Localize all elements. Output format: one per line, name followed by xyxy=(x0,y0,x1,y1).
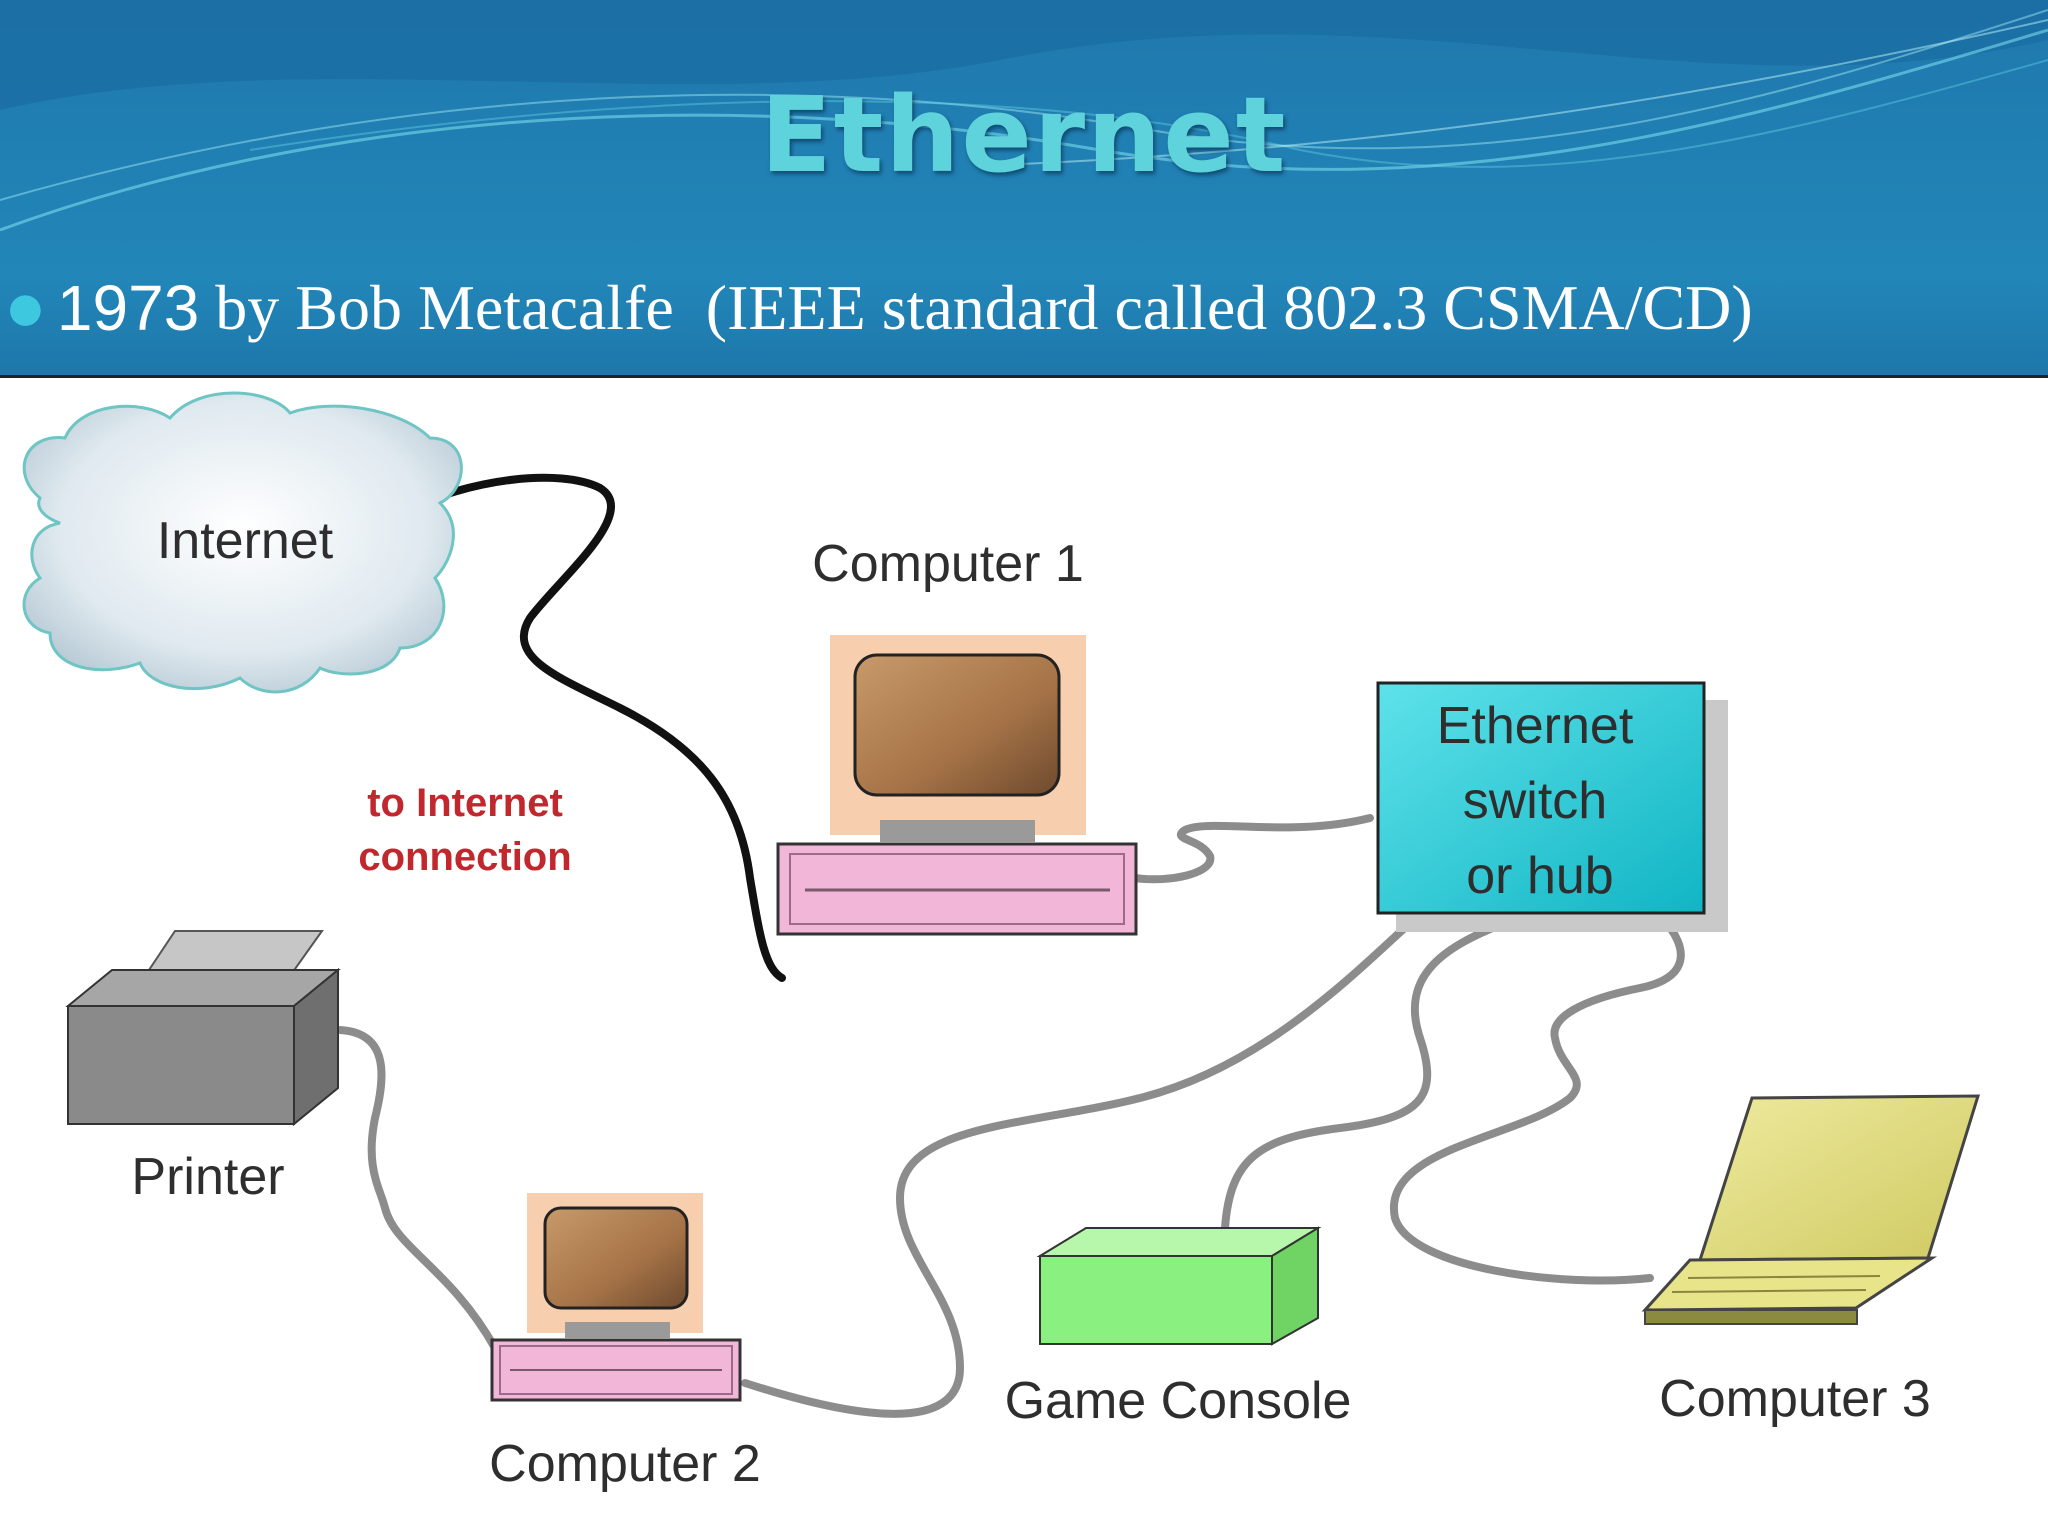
computer-3: Computer 3 xyxy=(1641,1094,1981,1428)
label-switch-3: or hub xyxy=(1466,847,1613,905)
label-internet-connection-2: connection xyxy=(358,835,571,879)
computer-2: Computer 2 xyxy=(489,1193,761,1493)
background-waves xyxy=(0,0,2048,232)
printer: Printer xyxy=(65,930,341,1206)
computer-1: Computer 1 xyxy=(776,535,1138,936)
cloud-icon xyxy=(22,391,463,694)
slide-title: Ethernet xyxy=(760,74,1288,196)
label-computer-1: Computer 1 xyxy=(812,535,1084,593)
game-console: Game Console xyxy=(1005,1226,1352,1430)
label-internet: Internet xyxy=(157,512,334,570)
ethernet-switch: Ethernet switch or hub xyxy=(1376,681,1728,932)
cable-printer-computer2 xyxy=(336,1026,499,1352)
internet-cloud: Internet xyxy=(22,391,463,694)
internet-cable xyxy=(396,473,786,982)
cable-computer1-switch xyxy=(1131,814,1374,884)
label-computer-2: Computer 2 xyxy=(489,1435,761,1493)
network-diagram: Internet to Internet connection Computer… xyxy=(0,375,2048,1536)
cable-switch-computer3 xyxy=(1389,914,1685,1285)
game-console-icon xyxy=(1039,1255,1273,1345)
printer-icon xyxy=(67,1005,295,1125)
laptop-screen-icon xyxy=(1697,1094,1981,1262)
label-internet-connection-1: to Internet xyxy=(367,781,563,825)
diagram-canvas: Internet to Internet connection Computer… xyxy=(22,391,1981,1493)
bullet-text: by Bob Metacalfe (IEEE standard called 8… xyxy=(199,272,1753,343)
laptop-icon xyxy=(1641,1256,1938,1312)
label-switch-1: Ethernet xyxy=(1437,697,1634,755)
bullet-point: ● 1973 by Bob Metacalfe (IEEE standard c… xyxy=(8,268,1753,348)
label-printer: Printer xyxy=(131,1148,284,1206)
label-switch-2: switch xyxy=(1463,772,1607,830)
label-game-console: Game Console xyxy=(1005,1372,1352,1430)
cable-switch-computer2 xyxy=(741,919,1414,1418)
label-computer-3: Computer 3 xyxy=(1659,1370,1931,1428)
bullet-year: 1973 xyxy=(56,272,200,344)
bullet-marker: ● xyxy=(8,285,43,331)
switch-icon xyxy=(1376,681,1706,915)
